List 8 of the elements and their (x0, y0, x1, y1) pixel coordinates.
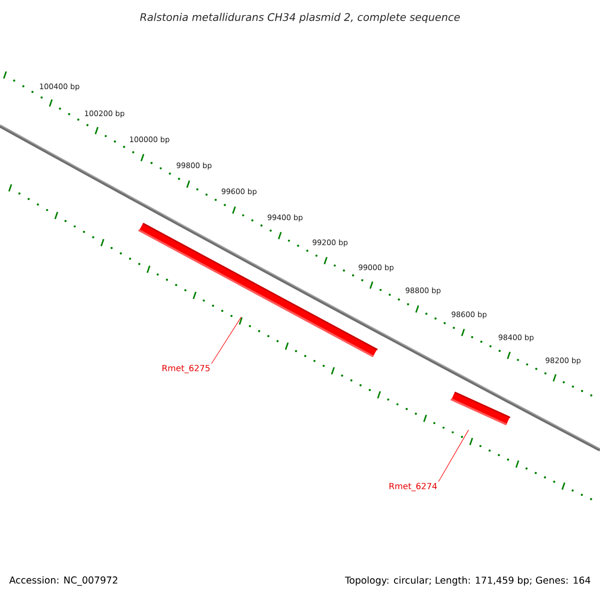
gene-label: Rmet_6274 (390, 482, 437, 492)
leader-line (211, 316, 242, 364)
title: Ralstonia metallidurans CH34 plasmid 2, complete sequence (140, 12, 460, 24)
accession-text: Accession: NC_007972 (9, 576, 118, 586)
gene-label: Rmet_6275 (162, 364, 210, 374)
leader-line (438, 430, 469, 482)
gene-bar (450, 392, 510, 426)
summary-text: Topology: circular; Length: 171,459 bp; Genes: 164 (344, 576, 590, 586)
